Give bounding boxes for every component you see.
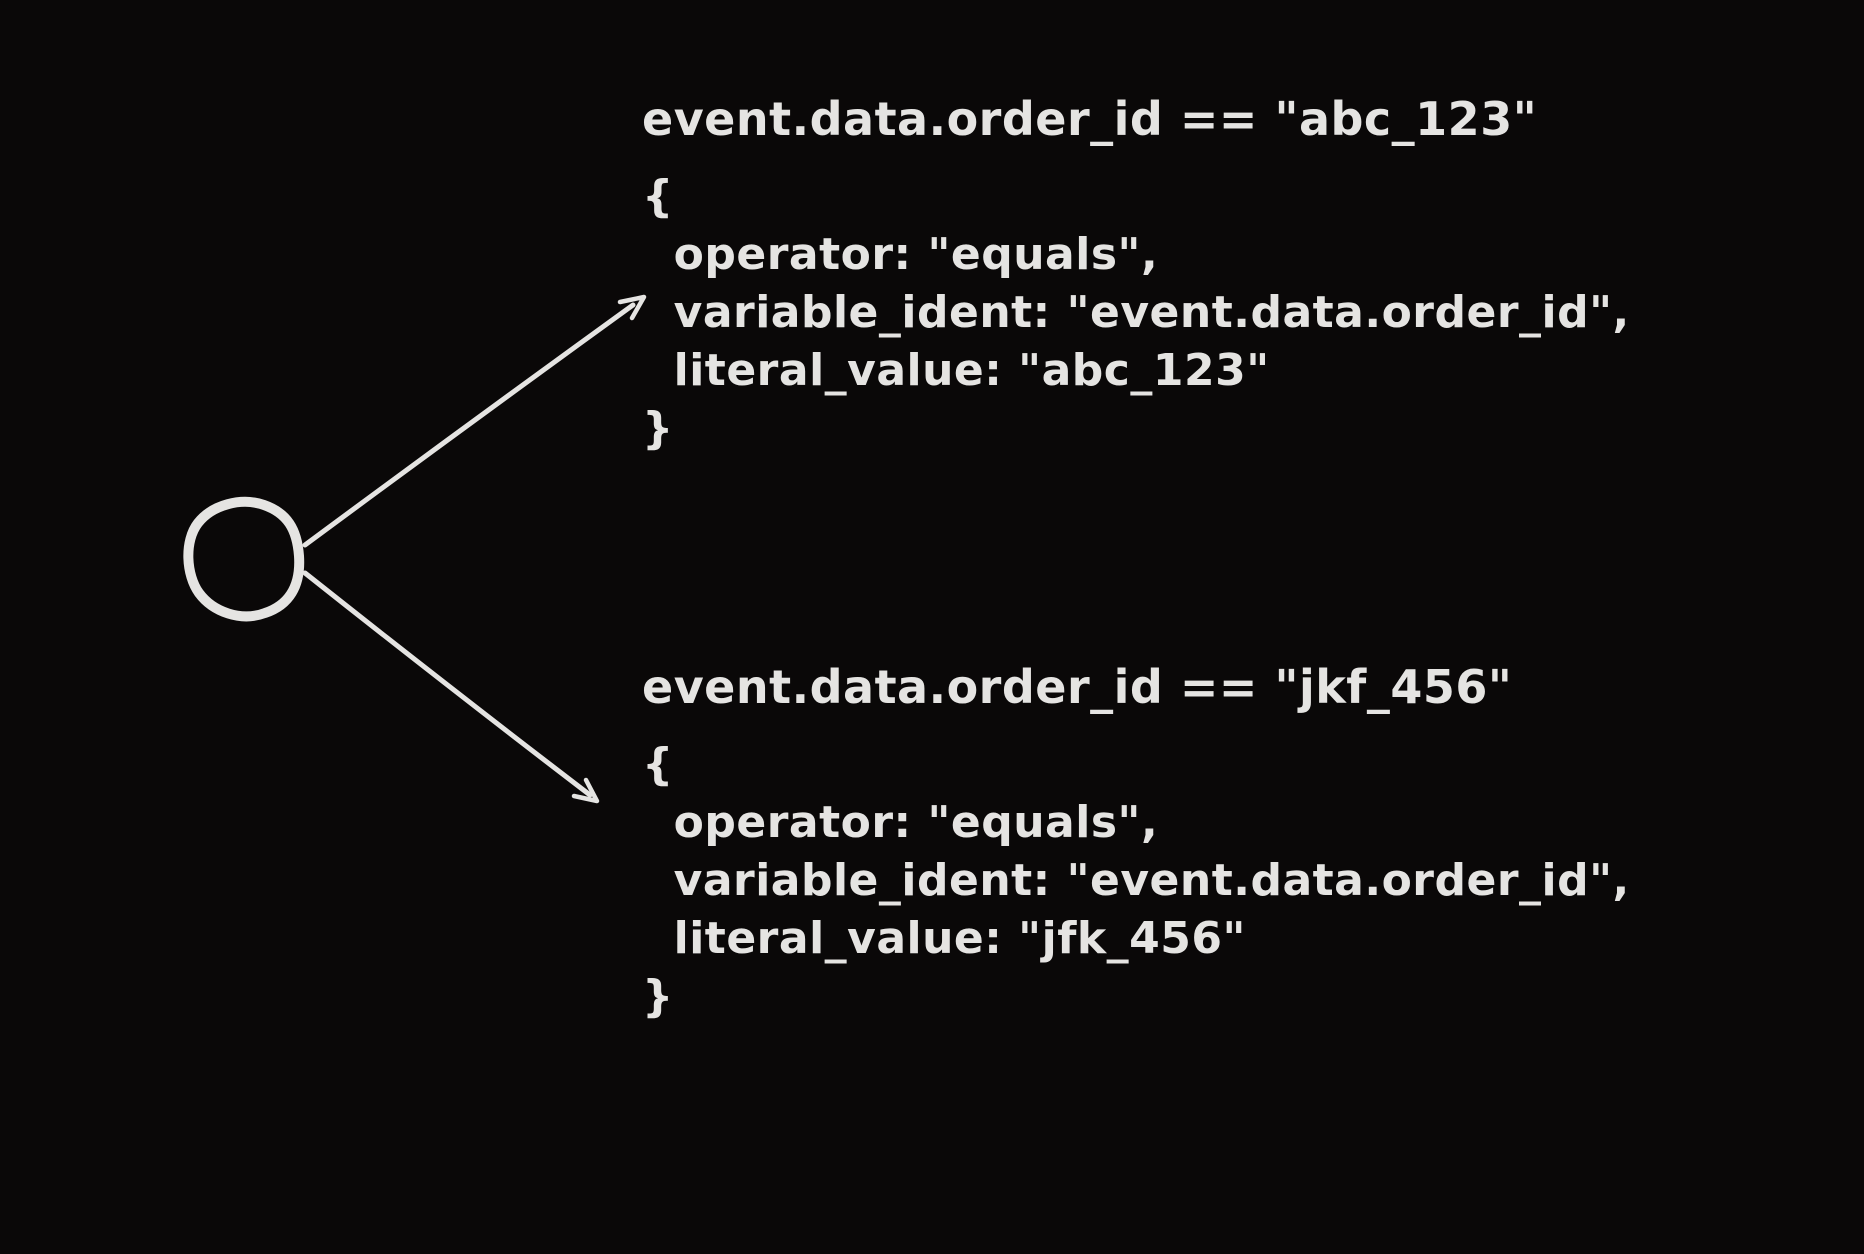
arrow-lower-line — [302, 570, 593, 798]
branch-title-expression: event.data.order_id == "abc_123" — [642, 92, 1538, 146]
branch-abc-123: event.data.order_id == "abc_123" { opera… — [642, 92, 1630, 458]
circle-node-icon — [183, 496, 305, 622]
arrow-lower-head-icon — [571, 777, 600, 804]
branch-jkf-456: event.data.order_id == "jkf_456" { opera… — [642, 660, 1630, 1026]
branch-json-snippet: { operator: "equals", variable_ident: "e… — [642, 171, 1630, 454]
arrow-upper-head-icon — [617, 294, 647, 321]
arrow-upper-line — [302, 302, 636, 548]
branch-json-snippet: { operator: "equals", variable_ident: "e… — [642, 739, 1630, 1022]
branch-title-expression: event.data.order_id == "jkf_456" — [642, 660, 1513, 714]
